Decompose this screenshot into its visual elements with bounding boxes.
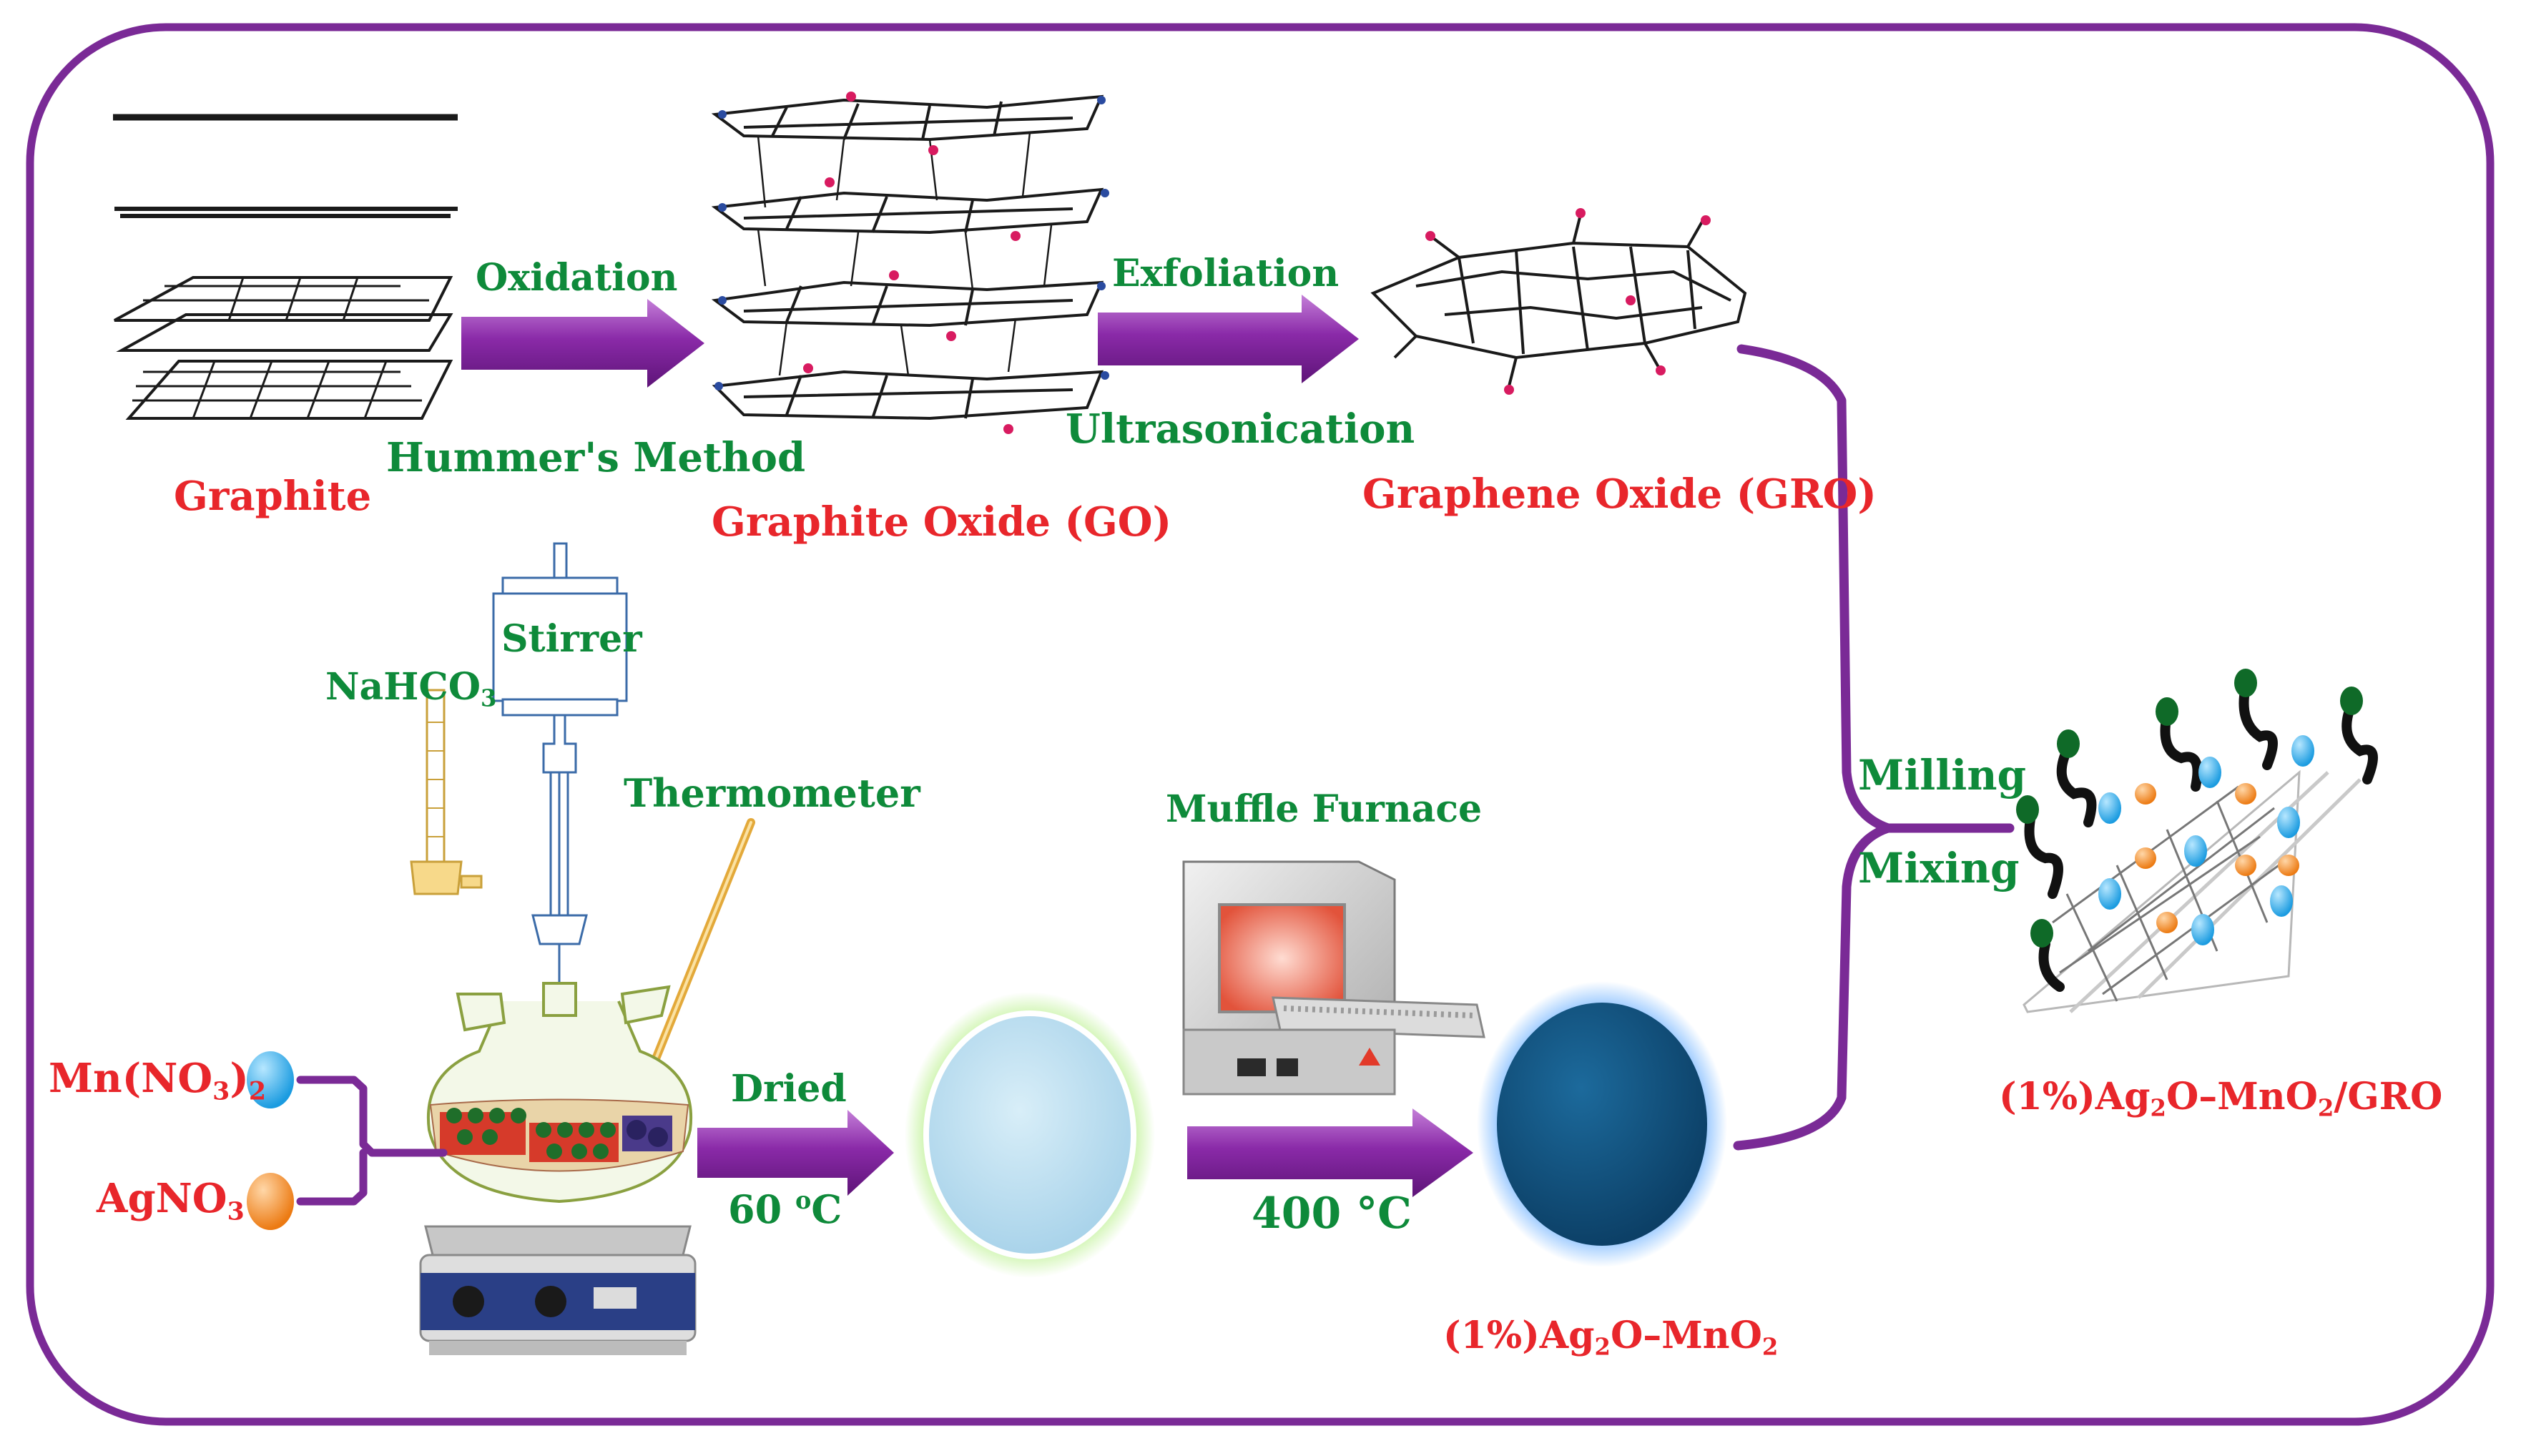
- dried-temperature-label: 60 oC: [728, 1189, 842, 1229]
- graphite-oxide-label: Graphite Oxide (GO): [712, 498, 1172, 546]
- mn-nitrate-label: Mn(NO3)2: [49, 1058, 266, 1104]
- calcined-product-disc: [1497, 1003, 1707, 1246]
- dried-precursor-disc: [923, 1010, 1136, 1259]
- nitrogen-atoms-go: [714, 96, 1109, 390]
- nahco3-text: NaHCO: [325, 665, 481, 709]
- exfoliation-label: Exfoliation: [1112, 252, 1340, 295]
- oxidation-arrow: [461, 299, 704, 388]
- milling-label: Milling: [1858, 751, 2027, 800]
- mn-nitrate-text-b: ): [230, 1055, 249, 1102]
- ag-precursor-sphere: [247, 1173, 294, 1230]
- dried-label: Dried: [731, 1067, 847, 1111]
- muffle-furnace-label: Muffle Furnace: [1166, 787, 1483, 831]
- graphene-oxide-label: Graphene Oxide (GRO): [1362, 471, 1877, 518]
- mn-precursor-sphere: [247, 1051, 294, 1108]
- ag2o-mno2-sub-2: 2: [1761, 1333, 1779, 1361]
- diagram-frame: [26, 23, 2495, 1426]
- ag-nitrate-text: AgNO: [97, 1175, 227, 1222]
- ag2o-particles: [2135, 783, 2299, 933]
- ag2o-mno2-gro-sub-1: 2: [2150, 1094, 2166, 1122]
- nahco3-subscript: 3: [481, 684, 497, 712]
- ag2o-mno2-gro-text-c: /GRO: [2334, 1075, 2443, 1118]
- mixing-label: Mixing: [1858, 844, 2020, 892]
- oxygen-atoms-go: [803, 92, 1021, 434]
- graphene-oxide-sheet-icon: [1370, 214, 1747, 387]
- graphite-label: Graphite: [174, 473, 372, 520]
- oxygen-atoms-gro: [1425, 208, 1711, 395]
- ag2o-mno2-gro-sub-2: 2: [2317, 1094, 2334, 1122]
- ultrasonication-label: Ultrasonication: [1066, 405, 1415, 453]
- chain-end-groups: [2016, 669, 2363, 948]
- mn-nitrate-sub-1: 3: [212, 1076, 230, 1106]
- graphite-oxide-layers-icon: [711, 94, 1104, 420]
- ag2o-mno2-text-a: (1%)Ag: [1443, 1314, 1595, 1357]
- mno2-particles: [2098, 735, 2314, 945]
- muffle-furnace-icon: [1182, 860, 1485, 1096]
- ag2o-mno2-sub-1: 2: [1594, 1333, 1611, 1361]
- dried-arrow: [697, 1110, 894, 1196]
- oxidation-label: Oxidation: [476, 256, 678, 300]
- ag-nitrate-label: AgNO3: [97, 1179, 245, 1224]
- dried-temp-degree: o: [795, 1186, 812, 1214]
- composite-structure-icon: [2016, 669, 2378, 1013]
- mn-nitrate-sub-2: 2: [248, 1076, 267, 1106]
- polymer-chains: [2024, 682, 2378, 992]
- thermometer-label: Thermometer: [624, 770, 920, 816]
- ag2o-mno2-text-b: O–MnO: [1610, 1314, 1762, 1357]
- ag2o-mno2-gro-text-b: O–MnO: [2166, 1075, 2318, 1118]
- milling-mixing-bracket: [1733, 344, 2015, 1151]
- mn-nitrate-text-a: Mn(NO: [49, 1055, 213, 1102]
- ag2o-mno2-gro-label: (1%)Ag2O–MnO2/GRO: [1999, 1078, 2442, 1120]
- ag2o-mno2-gro-text-a: (1%)Ag: [1999, 1075, 2151, 1118]
- precursor-connector: [296, 1076, 448, 1206]
- hummers-method-label: Hummer's Method: [386, 434, 806, 481]
- dried-temp-unit: C: [811, 1186, 842, 1233]
- graphite-layers-icon: [113, 114, 458, 420]
- exfoliation-arrow: [1098, 295, 1359, 383]
- ag2o-mno2-label: (1%)Ag2O–MnO2: [1443, 1317, 1778, 1359]
- calcination-arrow: [1187, 1108, 1473, 1197]
- reaction-flask-icon: [410, 542, 755, 1355]
- dried-temp-number: 60: [728, 1186, 795, 1233]
- precursor-particles: [440, 1108, 672, 1162]
- calcination-temperature-label: 400 °C: [1252, 1189, 1412, 1239]
- stirrer-label: Stirrer: [501, 617, 642, 661]
- nahco3-label: NaHCO3: [325, 669, 496, 710]
- ag-nitrate-sub: 3: [227, 1196, 245, 1226]
